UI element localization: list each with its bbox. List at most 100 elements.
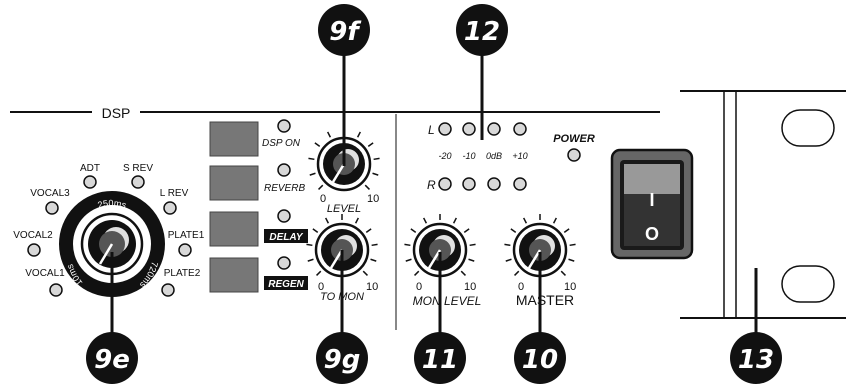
level-max: 10 [367, 193, 379, 205]
knob-tick [371, 243, 378, 247]
knob-tick [505, 258, 512, 262]
knob-tick [307, 258, 314, 262]
level-min: 0 [320, 193, 326, 205]
callout-9f: 9f [318, 4, 370, 56]
meter-led-r1 [438, 177, 452, 191]
meter-left-label: L [428, 123, 435, 137]
knob-tick [372, 172, 379, 176]
knob-tick [552, 217, 558, 224]
knob-tick [404, 243, 411, 247]
knob-tick [354, 217, 360, 224]
knob-tick [365, 228, 372, 233]
meter-led-l1 [438, 122, 452, 136]
label-dsp-on: DSP ON [262, 138, 301, 149]
level-label: LEVEL [327, 203, 361, 215]
knob-tick [308, 157, 315, 161]
option-label-l-rev: L REV [160, 188, 189, 199]
knob-tick [414, 270, 420, 276]
knob-tick [370, 258, 377, 262]
callout-13: 13 [730, 332, 782, 384]
knob-tick [410, 228, 417, 233]
svg-text:13: 13 [738, 345, 774, 375]
knob-tick [314, 142, 321, 147]
meter-right-label: R [427, 178, 436, 192]
master-min: 0 [518, 281, 524, 293]
callout-9e: 9e [86, 332, 138, 384]
knob-tick [468, 258, 475, 262]
meter-led-l2 [462, 122, 476, 136]
svg-text:9g: 9g [324, 345, 361, 375]
callout-11: 11 [414, 332, 466, 384]
knob-tick [504, 243, 511, 247]
arc-label-top: 250ms [96, 198, 128, 210]
svg-text:10: 10 [522, 345, 558, 375]
meter-led-l4 [513, 122, 527, 136]
mon-level-label: MON LEVEL [413, 294, 482, 308]
meter-scale-4: +10 [512, 151, 527, 161]
option-led-vocal1 [49, 283, 63, 297]
option-led-s-rev [131, 175, 145, 189]
power-led [567, 148, 581, 162]
knob-tick [324, 217, 330, 224]
knob-tick [569, 243, 576, 247]
option-led-adt [83, 175, 97, 189]
knob-tick [514, 270, 520, 276]
callout-lines [110, 48, 758, 340]
knob-tick [318, 184, 324, 190]
svg-text:12: 12 [464, 17, 500, 47]
dsp-button-reverb[interactable] [209, 165, 259, 201]
label-regen: REGEN [268, 279, 304, 290]
dsp-button-delay[interactable] [209, 211, 259, 247]
option-label-adt: ADT [80, 163, 100, 174]
knob-tick [364, 184, 370, 190]
knob-tick [356, 131, 362, 138]
led-regen [277, 256, 291, 270]
meter-scale-1: -20 [438, 151, 451, 161]
power-switch[interactable] [610, 148, 694, 260]
rack-ear [680, 90, 846, 319]
master-label: MASTER [516, 292, 574, 308]
dsp-button-regen[interactable] [209, 257, 259, 293]
option-led-l-rev [163, 201, 177, 215]
knob-tick [326, 131, 332, 138]
label-bg-delay [264, 229, 308, 243]
mon-level-max: 10 [464, 281, 476, 293]
callout-9g: 9g [316, 332, 368, 384]
knob-ticks [306, 128, 576, 276]
option-led-plate2 [161, 283, 175, 297]
option-led-vocal2 [27, 243, 41, 257]
label-reverb: REVERB [264, 183, 305, 194]
option-label-vocal3: VOCAL3 [30, 188, 70, 199]
meter-scale-3: 0dB [486, 151, 502, 161]
knob-tick [563, 228, 570, 233]
knob-tick [367, 142, 374, 147]
knob-tick [373, 157, 380, 161]
knob-tick [460, 270, 466, 276]
option-label-s-rev: S REV [123, 163, 153, 174]
power-off-glyph: O [645, 224, 659, 244]
led-dsp-on [277, 119, 291, 133]
meter-led-l3 [487, 122, 501, 136]
knob-tick [522, 217, 528, 224]
meter-led-r4 [513, 177, 527, 191]
led-reverb [277, 163, 291, 177]
svg-text:9f: 9f [329, 17, 362, 47]
dsp-button-dsp-on[interactable] [209, 121, 259, 157]
master-knob[interactable] [512, 222, 568, 278]
mon-level-min: 0 [416, 281, 422, 293]
section-title: DSP [102, 105, 131, 121]
mon-level-knob[interactable] [412, 222, 468, 278]
knob-tick [463, 228, 470, 233]
meter-scale-2: -10 [462, 151, 475, 161]
master-max: 10 [564, 281, 576, 293]
power-on-glyph: I [649, 190, 654, 210]
option-label-vocal1: VOCAL1 [25, 268, 65, 279]
knob-tick [469, 243, 476, 247]
label-delay: DELAY [269, 232, 303, 243]
knob-tick [452, 217, 458, 224]
meter-led-r3 [487, 177, 501, 191]
option-label-vocal2: VOCAL2 [13, 230, 53, 241]
effect-selector: ADT S REV VOCAL3 L REV VOCAL2 PLATE1 VOC… [13, 163, 205, 297]
power-label: POWER [553, 133, 595, 145]
